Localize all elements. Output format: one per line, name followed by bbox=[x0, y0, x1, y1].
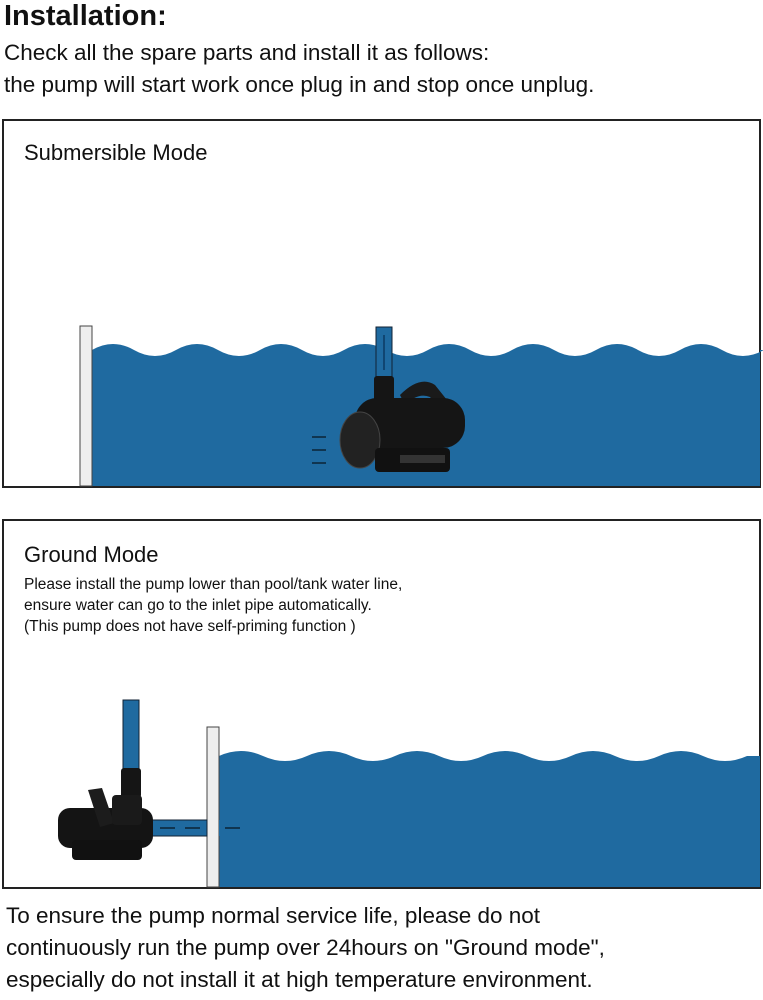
water-tank bbox=[219, 751, 760, 887]
intro-line: Check all the spare parts and install it… bbox=[4, 40, 490, 65]
ground-pump bbox=[58, 699, 240, 860]
submersible-mode-label: Submersible Mode bbox=[24, 140, 208, 165]
tank-wall bbox=[79, 325, 93, 487]
ground-note: (This pump does not have self-priming fu… bbox=[24, 618, 356, 635]
footer-warning: especially do not install it at high tem… bbox=[6, 967, 593, 992]
intro-line: the pump will start work once plug in an… bbox=[4, 72, 595, 97]
submersible-pump bbox=[312, 326, 465, 472]
ground-note: ensure water can go to the inlet pipe au… bbox=[24, 597, 372, 614]
footer-warning: continuously run the pump over 24hours o… bbox=[6, 935, 605, 960]
ground-note: Please install the pump lower than pool/… bbox=[24, 576, 403, 593]
tank-wall bbox=[206, 726, 220, 888]
page-title: Installation: bbox=[4, 0, 167, 32]
ground-mode-label: Ground Mode bbox=[24, 542, 159, 567]
footer-warning: To ensure the pump normal service life, … bbox=[6, 903, 541, 928]
